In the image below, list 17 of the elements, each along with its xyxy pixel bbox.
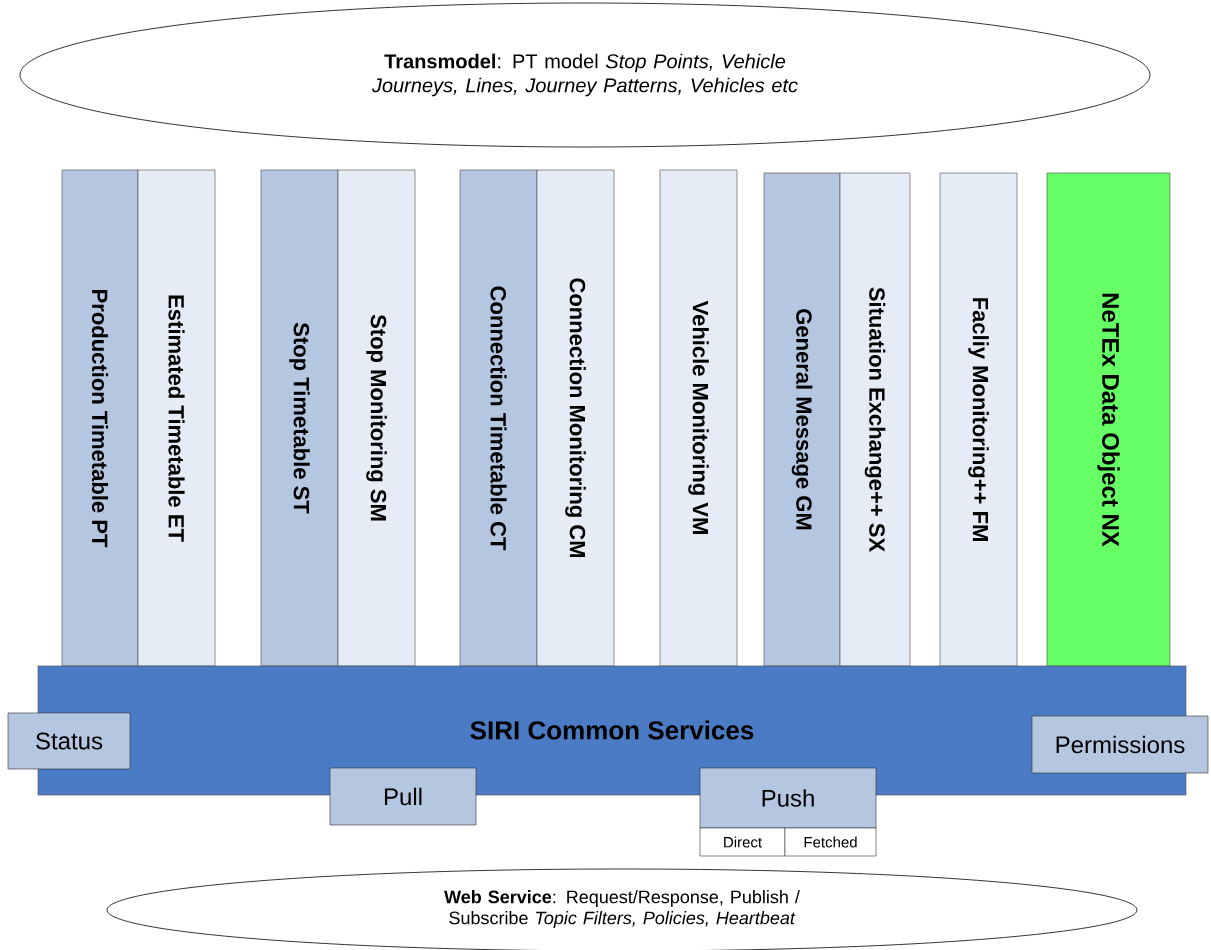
service-column: Production Timetable PT <box>61 169 139 667</box>
option-cell: Fetched <box>784 827 877 857</box>
service-column: Stop Monitoring SM <box>337 169 416 667</box>
service-column: Stop Timetable ST <box>260 169 339 667</box>
service-column: Connection Timetable CT <box>459 169 538 667</box>
feature-box: Permissions <box>1031 715 1209 774</box>
service-column: Connection Monitoring CM <box>536 169 615 667</box>
feature-box: Pull <box>329 767 477 826</box>
service-column: Facliy Monitoring++ FM <box>939 172 1018 667</box>
feature-box: Status <box>7 712 131 770</box>
feature-box: Push <box>699 767 877 829</box>
service-column: Estimated Timetable ET <box>137 169 216 667</box>
service-column: Vehicle Monitoring VM <box>659 169 738 667</box>
service-column: General Message GM <box>763 172 841 667</box>
service-column: NeTEx Data Object NX <box>1046 172 1171 667</box>
service-column: Situation Exchange++ SX <box>839 172 911 667</box>
option-cell: Direct <box>699 827 786 857</box>
